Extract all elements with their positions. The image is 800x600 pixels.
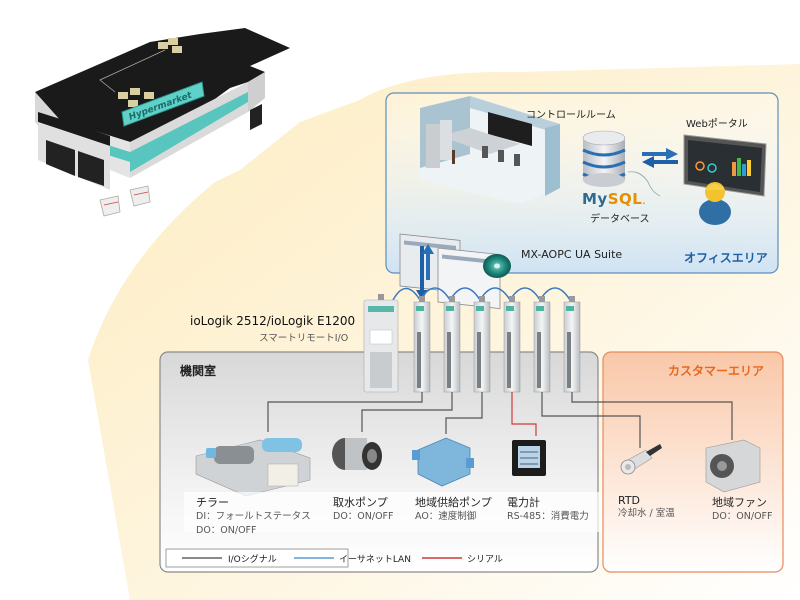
customer-area-zone (602, 351, 784, 573)
device-chiller: チラー DI：フォールトステータス DO：ON/OFF (196, 494, 311, 538)
sync-arrows-icon (642, 148, 678, 168)
io-module (503, 296, 521, 393)
line-area-fan (571, 392, 733, 440)
line-power-meter (511, 392, 537, 436)
software-label: MX-AOPC UA Suite (521, 248, 623, 261)
user-avatar-icon (699, 182, 731, 225)
device-spec: DO：ON/OFF (196, 525, 257, 536)
device-spec: DO：ON/OFF (712, 511, 773, 522)
intake-pump-illustration (332, 438, 382, 470)
line-chiller (267, 392, 423, 432)
chiller-illustration (195, 438, 311, 497)
hypermarket-building: Hypermarket (35, 28, 290, 217)
iologik-subtitle: スマートリモートI/O (259, 333, 349, 344)
power-meter-illustration (512, 440, 546, 476)
device-supply-pump: 地域供給ポンプ AO：速度制御 (415, 494, 492, 524)
io-module (413, 296, 431, 393)
rtd-sensor-illustration (620, 444, 662, 475)
legend-ethernet-label: イーサネットLAN (339, 555, 411, 565)
device-rtd: RTD 冷却水 / 室温 (618, 494, 675, 521)
legend-io-label: I/Oシグナル (228, 555, 277, 565)
connection-lines (267, 392, 733, 448)
line-rtd (541, 392, 641, 448)
control-room-label: コントロールルーム (526, 110, 616, 121)
mysql-logo: MySQL. (582, 190, 646, 208)
rooftop-units (99, 38, 182, 107)
io-module (533, 296, 551, 393)
mysql-dolphin-icon (627, 171, 661, 197)
device-name: 電力計 (507, 496, 540, 509)
io-module-group (413, 296, 581, 393)
io-module (563, 296, 581, 393)
web-portal-monitor (683, 134, 767, 197)
area-fan-illustration (705, 439, 761, 493)
device-spec: DO：ON/OFF (333, 511, 394, 522)
device-name: チラー (196, 496, 229, 509)
customer-area-label: カスタマーエリア (668, 364, 765, 378)
device-power-meter: 電力計 RS-485：消費電力 (507, 494, 589, 524)
vertical-arrows-icon (416, 244, 434, 300)
legend-serial-label: シリアル (467, 555, 503, 565)
device-name: RTD (618, 494, 641, 507)
device-name: 地域ファン (712, 496, 767, 509)
office-area-label: オフィスエリア (684, 251, 768, 265)
device-spec: DI：フォールトステータス (196, 511, 311, 522)
io-module (443, 296, 461, 393)
database-icon (582, 130, 626, 187)
line-supply-pump (445, 392, 483, 434)
device-spec: 冷却水 / 室温 (618, 508, 675, 519)
control-room-illustration (420, 96, 560, 204)
line-intake-pump (361, 392, 453, 432)
device-name: 取水ポンプ (333, 496, 388, 509)
device-spec: RS-485：消費電力 (507, 511, 589, 522)
iologik-2512-device (363, 294, 399, 393)
io-module (473, 296, 491, 393)
device-spec: AO：速度制御 (415, 511, 477, 522)
shopping-carts (99, 185, 151, 217)
device-name: 地域供給ポンプ (415, 496, 492, 509)
device-area-fan: 地域ファン DO：ON/OFF (712, 494, 772, 524)
supply-pump-illustration (412, 437, 474, 487)
machine-room-label: 機関室 (180, 364, 217, 378)
device-intake-pump: 取水ポンプ DO：ON/OFF (333, 494, 393, 524)
iologik-title: ioLogik 2512/ioLogik E1200 (190, 314, 356, 328)
database-label: データベース (590, 214, 650, 225)
web-portal-label: Webポータル (686, 119, 748, 130)
legend-box (165, 548, 349, 568)
